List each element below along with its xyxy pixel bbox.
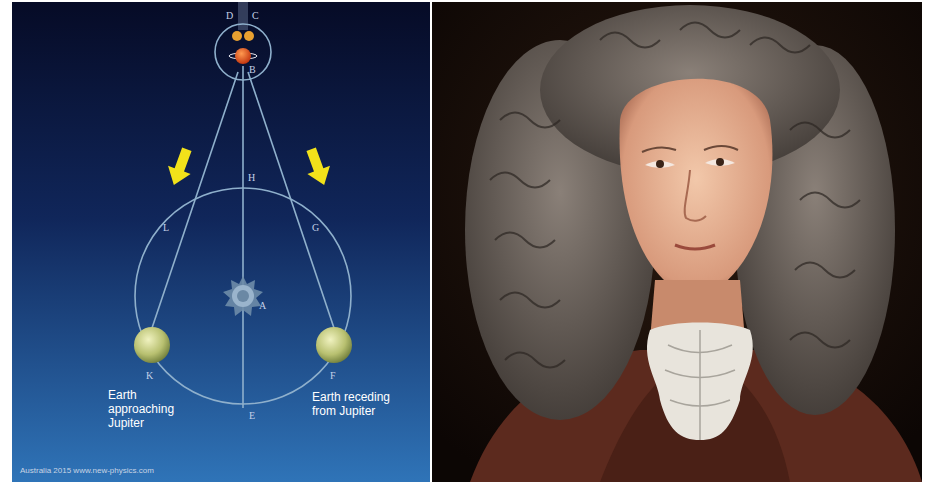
point-letter: B	[249, 64, 256, 76]
point-letter: D	[226, 10, 233, 22]
point-letter: G	[312, 222, 319, 234]
earth-caption: Earth approaching Jupiter	[108, 388, 192, 430]
earth-caption: Earth receding from Jupiter	[312, 390, 408, 418]
portrait	[432, 2, 922, 482]
point-letter: H	[248, 172, 255, 184]
point-letter: A	[259, 300, 266, 312]
point-letter: K	[146, 370, 153, 382]
point-letter: L	[163, 222, 169, 234]
point-letter: F	[330, 370, 336, 382]
point-letter: E	[249, 410, 255, 422]
orbit-diagram	[12, 2, 430, 482]
point-letter: C	[252, 10, 259, 22]
credit-note: Australia 2015 www.new-physics.com	[20, 466, 154, 476]
